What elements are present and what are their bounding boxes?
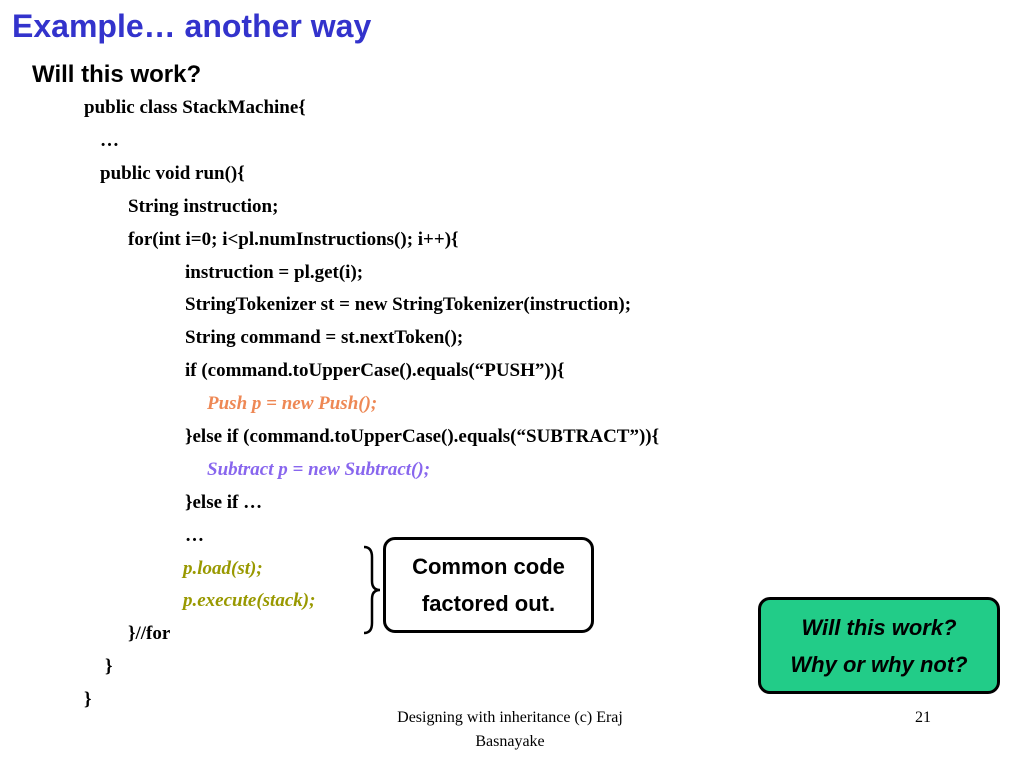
curly-brace-icon <box>363 545 381 635</box>
code-line-execute: p.execute(stack); <box>183 590 316 611</box>
code-line-ellipsis-2: … <box>185 525 204 546</box>
slide-footer: Designing with inheritance (c) Eraj Basn… <box>360 706 660 754</box>
question-line-1: Will this work? <box>801 614 957 640</box>
page-number: 21 <box>915 709 931 726</box>
code-line-subtract: Subtract p = new Subtract(); <box>207 459 431 480</box>
code-line-for: for(int i=0; i<pl.numInstructions(); i++… <box>128 229 459 250</box>
code-line-end-class: } <box>84 689 92 710</box>
code-line-instruction-decl: String instruction; <box>128 196 279 217</box>
footer-line-1: Designing with inheritance (c) Eraj <box>397 709 623 726</box>
common-code-callout: Common code factored out. <box>383 537 594 633</box>
slide-title: Example… another way <box>12 8 372 44</box>
callout-line-1: Common code <box>412 554 565 579</box>
code-line-run: public void run(){ <box>100 163 245 184</box>
question-callout: Will this work? Why or why not? <box>758 597 1000 694</box>
question-line-2: Why or why not? <box>790 651 968 677</box>
code-line-else-subtract: }else if (command.toUpperCase().equals(“… <box>185 426 660 447</box>
code-line-end-run: } <box>105 656 113 677</box>
callout-line-2: factored out. <box>421 591 556 616</box>
code-line-load: p.load(st); <box>183 558 263 579</box>
footer-line-2: Basnayake <box>475 733 545 750</box>
code-line-ellipsis: … <box>100 130 119 151</box>
code-line-if-push: if (command.toUpperCase().equals(“PUSH”)… <box>185 360 565 381</box>
code-line-class: public class StackMachine{ <box>84 97 306 118</box>
code-line-tokenizer: StringTokenizer st = new StringTokenizer… <box>185 294 632 315</box>
code-line-push: Push p = new Push(); <box>207 393 378 414</box>
slide-subtitle: Will this work? <box>32 61 202 88</box>
code-line-command: String command = st.nextToken(); <box>185 327 464 348</box>
code-line-else-if: }else if … <box>185 492 263 513</box>
code-line-end-for: }//for <box>128 623 171 644</box>
code-line-get: instruction = pl.get(i); <box>185 262 364 283</box>
